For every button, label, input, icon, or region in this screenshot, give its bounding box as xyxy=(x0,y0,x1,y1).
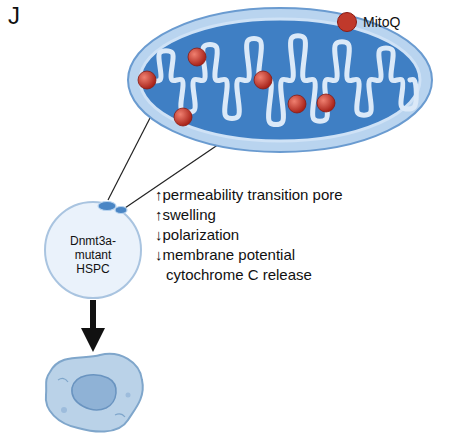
panel-letter: J xyxy=(8,2,20,30)
legend-item: MitoQ xyxy=(337,12,400,32)
mitoq-dot xyxy=(317,94,335,112)
mitoq-dot xyxy=(174,108,192,126)
mitochondrion xyxy=(128,8,432,152)
effect-label: ↑permeability transition pore xyxy=(155,185,343,204)
small-mitochondrion xyxy=(115,207,127,214)
effect-label: ↓membrane potential xyxy=(155,245,295,264)
mitoq-dot xyxy=(288,95,306,113)
small-mitochondrion xyxy=(98,202,116,211)
cell-node: Dnmt3a-mutant HSPC xyxy=(45,202,141,298)
effect-label: ↓polarization xyxy=(155,225,239,244)
legend-label: MitoQ xyxy=(363,14,400,30)
process-arrow xyxy=(90,300,96,340)
mitoq-dot xyxy=(254,71,272,89)
legend-swatch xyxy=(337,12,357,32)
mitoq-dot xyxy=(188,48,206,66)
mitoq-dot xyxy=(138,71,156,89)
apoptotic-cell xyxy=(46,354,143,432)
effect-label: cytochrome C release xyxy=(166,265,312,284)
cell-label: Dnmt3a-mutant HSPC xyxy=(61,234,125,276)
cell-body xyxy=(45,202,141,298)
effect-label: ↑swelling xyxy=(155,205,216,224)
zoom-line xyxy=(108,118,150,200)
